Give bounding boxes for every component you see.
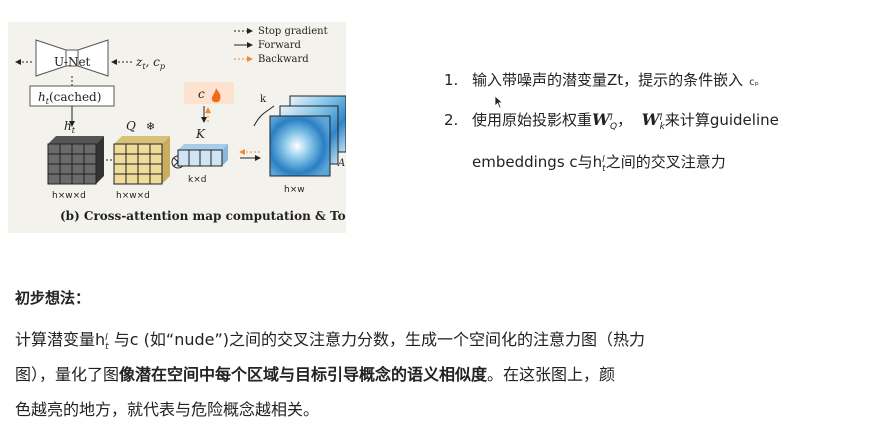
legend-forward: Forward xyxy=(258,40,301,51)
dim-q: h×w×d xyxy=(116,191,150,201)
mouse-cursor-icon xyxy=(494,95,504,109)
h-label: h xyxy=(64,119,72,133)
legend: Stop gradient Forward Backward xyxy=(234,26,328,65)
c-box xyxy=(184,82,234,104)
note-item-1: 1. 输入带噪声的潜变量Zt，提示的条件嵌入 cₚ xyxy=(444,64,874,96)
attention-heatmaps xyxy=(269,95,346,177)
q-tensor xyxy=(113,136,170,185)
unet-label: U-Net xyxy=(54,55,91,69)
cross-attention-diagram: Stop gradient Forward Backward U-Net zt,… xyxy=(15,26,346,223)
paragraph-line-2: 图），量化了图像潜在空间中每个区域与目标引导概念的语义相似度。在这张图上，颜 xyxy=(15,365,616,384)
input-z: z xyxy=(135,55,143,69)
svg-text:zt, cp: zt, cp xyxy=(135,55,165,71)
paragraph-line-3: 色越亮的地方，就代表与危险概念越相关。 xyxy=(15,400,320,419)
snowflake-icon: ❄ xyxy=(146,120,155,133)
svg-text:ht: ht xyxy=(64,119,76,135)
figure-caption: (b) Cross-attention map computation & To… xyxy=(60,209,346,223)
architecture-figure: Stop gradient Forward Backward U-Net zt,… xyxy=(8,22,346,233)
section-heading: 初步想法： xyxy=(15,289,91,307)
legend-stop-gradient: Stop gradient xyxy=(258,26,328,37)
dim-k: k×d xyxy=(188,175,206,185)
weight-wk: W xyxy=(641,110,660,129)
unet-block: U-Net xyxy=(35,39,109,77)
cp-label: cₚ xyxy=(749,77,759,88)
weight-wq: W xyxy=(592,110,610,129)
note-text: 输入带噪声的潜变量Zt，提示的条件嵌入 xyxy=(472,71,744,89)
dim-heatmap: h×w xyxy=(284,185,305,195)
legend-backward: Backward xyxy=(258,54,309,65)
emphasis-text: 像潜在空间中每个区域与目标引导概念的语义相似度 xyxy=(119,365,488,384)
k-tensor xyxy=(177,144,228,167)
k-small-label: k xyxy=(260,94,267,105)
svg-text:ht(cached): ht(cached) xyxy=(38,90,101,106)
k-label: K xyxy=(195,127,206,141)
ht-tensor xyxy=(47,136,104,185)
dim-ht: h×w×d xyxy=(52,191,86,201)
note-number: 2. xyxy=(444,111,459,129)
c-label: c xyxy=(198,87,205,101)
a-label: A xyxy=(337,158,345,169)
note-text: 使用原始投影权重 xyxy=(472,111,593,129)
fire-icon xyxy=(211,88,221,103)
note-number: 1. xyxy=(444,71,459,89)
q-label: Q xyxy=(126,119,136,133)
